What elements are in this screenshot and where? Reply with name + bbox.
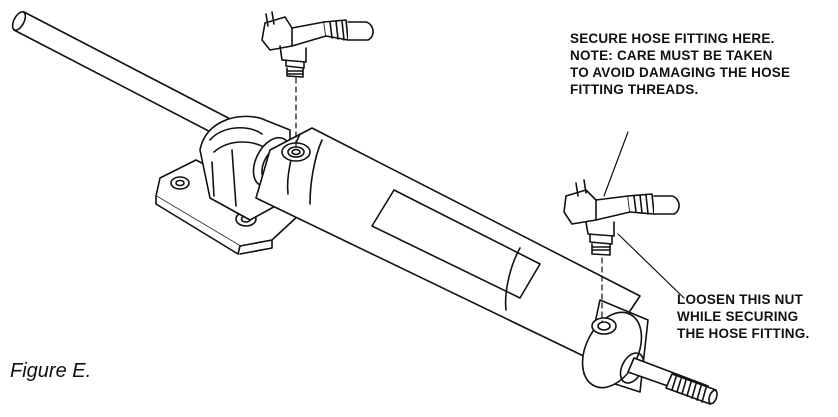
callout-loosen-nut: LOOSEN THIS NUT WHILE SECURING THE HOSE … bbox=[677, 291, 809, 342]
hose-fitting-top bbox=[261, 11, 374, 78]
callout-secure-line-1: SECURE HOSE FITTING HERE. bbox=[570, 31, 775, 46]
threaded-rod-end bbox=[627, 357, 718, 405]
leader-line-loosen bbox=[617, 233, 685, 299]
callout-loosen-line-3: THE HOSE FITTING. bbox=[677, 326, 810, 341]
hose-fitting-bottom bbox=[563, 179, 680, 256]
cylinder-barrel bbox=[255, 127, 641, 363]
callout-loosen-line-1: LOOSEN THIS NUT bbox=[677, 292, 804, 307]
callout-secure-line-4: FITTING THREADS. bbox=[570, 82, 699, 97]
callout-loosen-line-2: WHILE SECURING bbox=[677, 309, 799, 324]
leader-line-secure bbox=[603, 131, 629, 197]
callout-secure-line-3: TO AVOID DAMAGING THE HOSE bbox=[570, 65, 791, 80]
piston-rod-left bbox=[11, 11, 237, 141]
callout-secure-line-2: NOTE: CARE MUST BE TAKEN bbox=[570, 48, 773, 63]
figure-caption: Figure E. bbox=[10, 360, 92, 382]
callout-secure-hose-fitting: SECURE HOSE FITTING HERE. NOTE: CARE MUS… bbox=[570, 30, 790, 98]
